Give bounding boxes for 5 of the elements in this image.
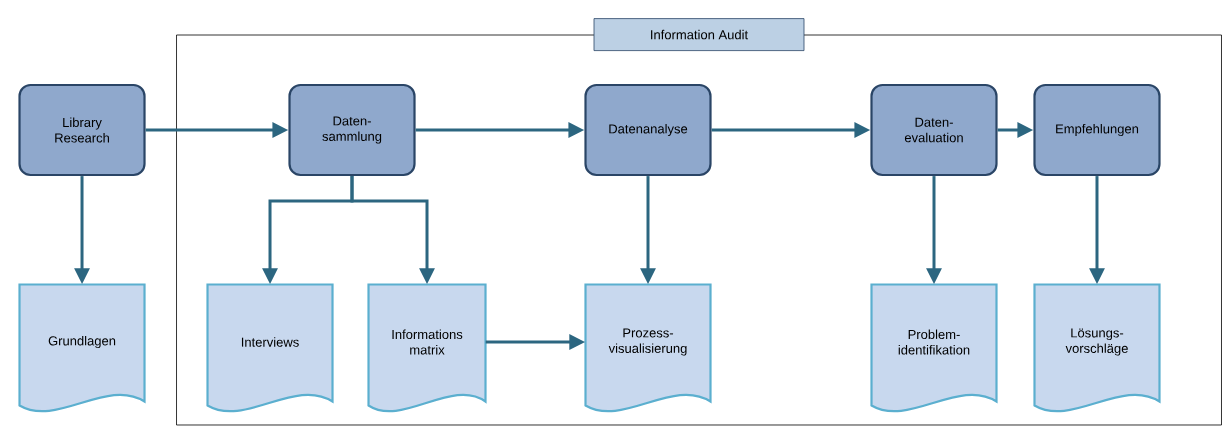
process-box: Daten- sammlung [288, 83, 416, 177]
process-box: Datenanalyse [584, 83, 712, 177]
process-box: Daten- evaluation [870, 83, 998, 177]
process-box: Empfehlungen [1033, 83, 1161, 177]
process-box: Library Research [18, 83, 146, 177]
